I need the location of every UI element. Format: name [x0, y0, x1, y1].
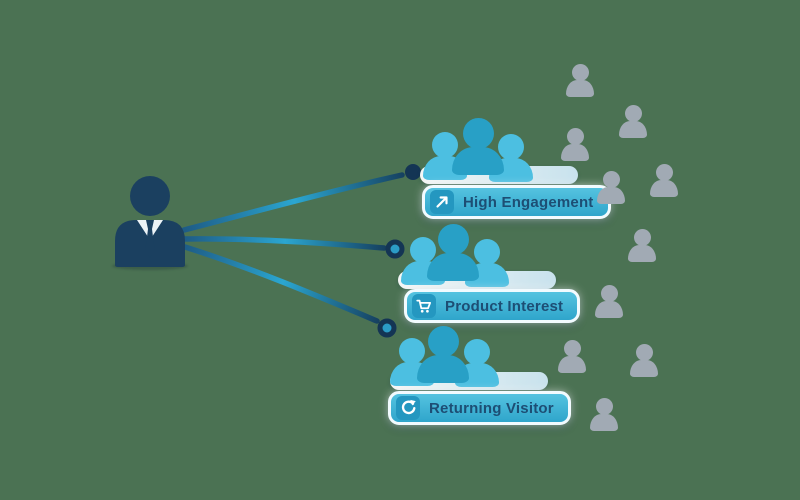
connector-returning-visitor	[182, 244, 380, 324]
unsegmented-visitor	[628, 229, 656, 262]
unsegmented-visitor	[566, 64, 594, 97]
unsegmented-visitor	[561, 128, 589, 161]
unsegmented-visitor	[558, 340, 586, 373]
unsegmented-visitor	[619, 105, 647, 138]
connector-product-interest	[181, 236, 387, 251]
endpoint-ring-product-interest	[385, 239, 405, 259]
refresh-icon	[396, 396, 420, 420]
unsegmented-visitor	[597, 171, 625, 204]
unsegmented-visitor	[650, 164, 678, 197]
unsegmented-visitor	[595, 285, 623, 318]
unsegmented-visitor	[630, 344, 658, 377]
segment-label-returning-visitor[interactable]: Returning Visitor	[388, 391, 571, 425]
segment-person	[427, 224, 479, 281]
segment-label-product-interest[interactable]: Product Interest	[404, 289, 581, 323]
segment-person	[452, 118, 504, 175]
segment-person	[401, 237, 445, 285]
segment-person	[455, 339, 499, 387]
marketer-figure	[105, 170, 195, 270]
endpoint-ring-returning-visitor	[377, 318, 397, 338]
trend-up-icon	[430, 190, 454, 214]
unsegmented-visitor	[590, 398, 618, 431]
segment-label-high-engagement[interactable]: High Engagement	[422, 185, 611, 219]
marketer-icon	[115, 176, 185, 267]
segment-person	[417, 326, 469, 383]
endpoint-dot-high-engagement	[405, 164, 421, 180]
connector-high-engagement	[181, 172, 405, 233]
segment-label-text: High Engagement	[463, 193, 594, 211]
shopping-cart-icon	[412, 294, 436, 318]
segment-label-text: Product Interest	[445, 297, 564, 315]
segment-label-text: Returning Visitor	[429, 399, 554, 417]
